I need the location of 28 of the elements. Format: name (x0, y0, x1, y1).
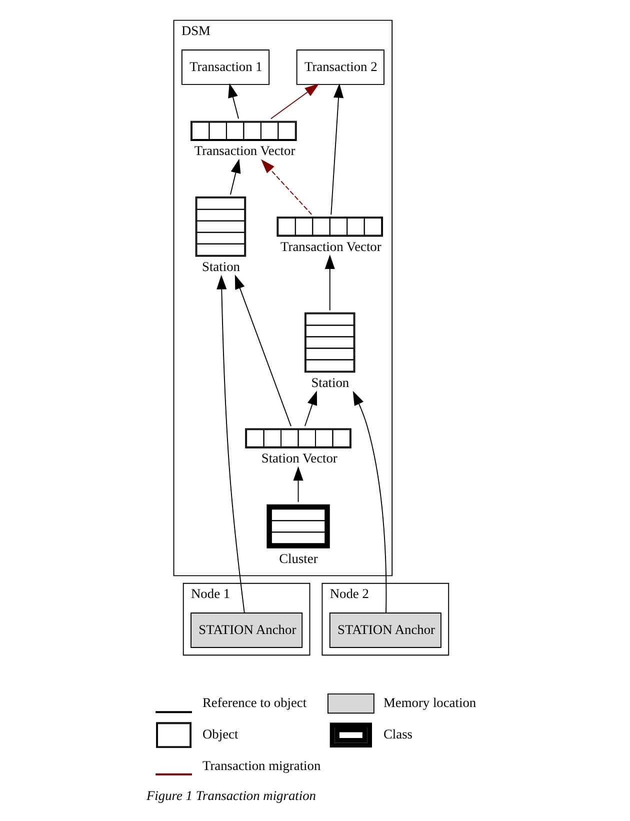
arrow (228, 83, 238, 120)
arrow (216, 274, 244, 614)
node-label: Station (202, 258, 240, 274)
arrow (292, 466, 303, 502)
arrow (234, 274, 291, 427)
node-label: Station Vector (260, 450, 337, 466)
node-box (266, 504, 330, 548)
node-box: STATION Anchor (328, 612, 441, 648)
node-label: Station (310, 374, 349, 390)
legend-label: Object (202, 726, 238, 742)
legend-label: Reference to object (202, 695, 306, 710)
node-box: STATION Anchor (190, 612, 302, 648)
node-box: Transaction 1 (180, 50, 270, 85)
arrow (324, 254, 334, 311)
caption: Figure 1 Transaction migration (146, 788, 316, 803)
legend-label: Transaction migration (202, 758, 320, 773)
arrow (352, 390, 386, 614)
arrow (229, 158, 240, 195)
node-label: Transaction Vector (194, 143, 295, 158)
arrow (270, 84, 319, 120)
node-box: Transaction 2 (296, 50, 384, 85)
arrow (260, 159, 312, 215)
legend-label: Memory location (382, 695, 476, 710)
node-label: Cluster (278, 550, 318, 566)
node-label: Transaction Vector (280, 238, 381, 254)
arrow (304, 390, 317, 426)
legend-label: Class (382, 726, 412, 742)
arrow (330, 83, 344, 216)
